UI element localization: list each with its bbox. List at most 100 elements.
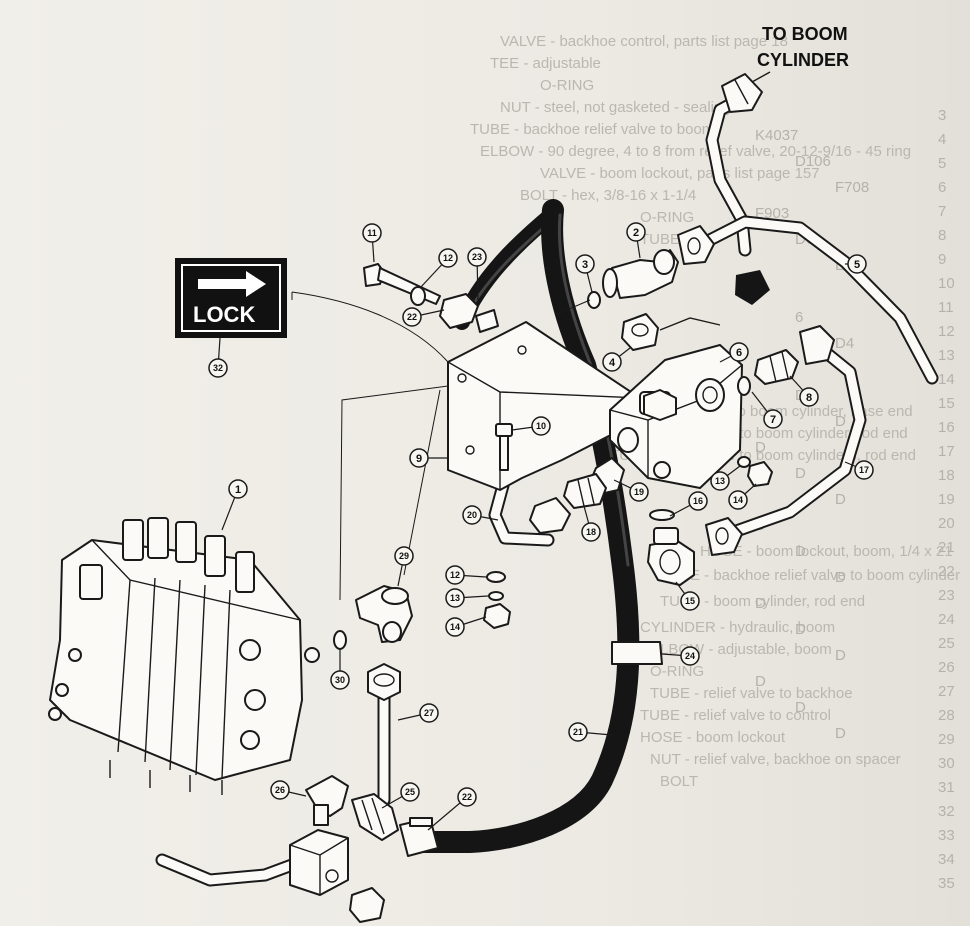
callout-circle bbox=[394, 546, 414, 566]
lock-decal: LOCK bbox=[175, 258, 287, 338]
background-row-number: 8 bbox=[938, 227, 946, 244]
callout-circle bbox=[847, 254, 867, 274]
background-text-line: NUT - relief valve, backhoe on spacer bbox=[650, 751, 901, 768]
callout-29: 29 bbox=[394, 546, 414, 587]
callout-number: 1 bbox=[235, 484, 241, 496]
tube-17 bbox=[718, 339, 867, 542]
callout-13: 13 bbox=[445, 588, 489, 608]
callout-17: 17 bbox=[844, 460, 874, 480]
background-text-line: CYLINDER - hydraulic, boom bbox=[640, 619, 835, 636]
callout-5: 5 bbox=[845, 254, 867, 274]
valve-spools bbox=[79, 517, 255, 600]
callout-14: 14 bbox=[445, 616, 487, 637]
callout-number: 2 bbox=[633, 227, 639, 239]
callout-11: 11 bbox=[362, 223, 382, 263]
callout-2: 2 bbox=[626, 222, 646, 259]
callout-4: 4 bbox=[602, 347, 631, 372]
callout-circle bbox=[362, 223, 382, 243]
background-row-number: 26 bbox=[938, 659, 955, 676]
callouts: 1234567891011121213131414151617181920212… bbox=[208, 222, 874, 831]
callout-circle bbox=[763, 409, 783, 429]
fitting-25 bbox=[351, 793, 399, 841]
background-text-line: TEE - adjustable bbox=[490, 55, 601, 72]
background-row-number: 17 bbox=[938, 443, 955, 460]
backhoe-control-valve-1 bbox=[48, 517, 320, 795]
callout-number: 12 bbox=[450, 570, 460, 580]
callout-18: 18 bbox=[581, 505, 601, 542]
callout-circle bbox=[462, 505, 482, 525]
background-text-line: O-RING bbox=[650, 663, 704, 680]
background-row-number: 16 bbox=[938, 419, 955, 436]
background-row-number: 23 bbox=[938, 587, 955, 604]
callout-7: 7 bbox=[751, 391, 783, 429]
callout-20: 20 bbox=[462, 505, 499, 525]
background-text-line: VALVE - backhoe control, parts list page… bbox=[500, 33, 788, 50]
callout-circle bbox=[568, 722, 588, 742]
background-part-number: D bbox=[795, 543, 806, 560]
callout-number: 12 bbox=[443, 253, 453, 263]
callout-number: 5 bbox=[854, 259, 860, 271]
callout-circle bbox=[581, 522, 601, 542]
callout-9: 9 bbox=[409, 448, 448, 468]
background-row-number: 3 bbox=[938, 107, 946, 124]
callout-circle bbox=[729, 342, 749, 362]
background-text-line: ELBOW - 90 degree, 4 to 8 from relief va… bbox=[480, 143, 911, 160]
callout-circle bbox=[457, 787, 477, 807]
callout-number: 22 bbox=[407, 312, 417, 322]
destination-label-line1: TO BOOM bbox=[762, 24, 848, 44]
tube-nut-20 bbox=[529, 497, 571, 534]
callout-8: 8 bbox=[789, 375, 819, 407]
washer-13-right bbox=[737, 456, 751, 468]
bolt-11 bbox=[363, 263, 441, 305]
background-row-number: 28 bbox=[938, 707, 955, 724]
leader-lines bbox=[291, 291, 591, 601]
background-text-line: NUT - steel, not gasketed - sealing bbox=[500, 99, 731, 116]
callout-number: 14 bbox=[733, 495, 743, 505]
nut-27 bbox=[367, 663, 401, 701]
background-row-number: 4 bbox=[938, 131, 946, 148]
callout-number: 21 bbox=[573, 727, 583, 737]
connector-8 bbox=[754, 349, 799, 385]
background-part-number: D bbox=[835, 569, 846, 586]
callout-number: 23 bbox=[472, 252, 482, 262]
background-text-line: O-RING bbox=[540, 77, 594, 94]
background-row-number: 11 bbox=[938, 299, 954, 316]
tube-nut-5-left bbox=[677, 225, 715, 265]
background-row-number: 15 bbox=[938, 395, 955, 412]
callout-number: 32 bbox=[213, 363, 223, 373]
background-text-line: BOLT - hex, 3/8-16 x 1-1/4 bbox=[520, 187, 696, 204]
background-row-number: 29 bbox=[938, 731, 955, 748]
callout-number: 17 bbox=[859, 465, 869, 475]
hose-clamp-24 bbox=[611, 641, 663, 665]
background-text-line: BOLT bbox=[660, 773, 698, 790]
background-text-line: VALVE - boom lockout, parts list page 15… bbox=[540, 165, 820, 182]
background-row-number: 35 bbox=[938, 875, 955, 892]
callout-number: 19 bbox=[634, 487, 644, 497]
background-text-line: TUBE - backhoe relief valve to boom bbox=[470, 121, 714, 138]
background-row-number: 19 bbox=[938, 491, 955, 508]
background-row-number: 7 bbox=[938, 203, 946, 220]
washer-12-left bbox=[486, 571, 506, 583]
background-row-number: 9 bbox=[938, 251, 946, 268]
callout-number: 4 bbox=[609, 357, 616, 369]
callout-number: 18 bbox=[586, 527, 596, 537]
callout-number: 14 bbox=[450, 622, 460, 632]
callout-number: 26 bbox=[275, 785, 285, 795]
background-part-number: D bbox=[835, 725, 846, 742]
callout-circle bbox=[575, 254, 595, 274]
callout-number: 3 bbox=[582, 259, 588, 271]
elbow-fitting-15 bbox=[647, 527, 695, 586]
background-row-number: 5 bbox=[938, 155, 946, 172]
o-ring-3 bbox=[587, 291, 601, 309]
background-row-number: 30 bbox=[938, 755, 955, 772]
callout-number: 8 bbox=[806, 392, 812, 404]
callout-12: 12 bbox=[419, 248, 458, 289]
callout-circle bbox=[680, 591, 700, 611]
elbow-fitting-26 bbox=[305, 775, 349, 826]
callout-circle bbox=[710, 471, 730, 491]
callout-23: 23 bbox=[467, 247, 487, 301]
tee-block bbox=[289, 829, 349, 896]
background-part-number: D bbox=[755, 673, 766, 690]
